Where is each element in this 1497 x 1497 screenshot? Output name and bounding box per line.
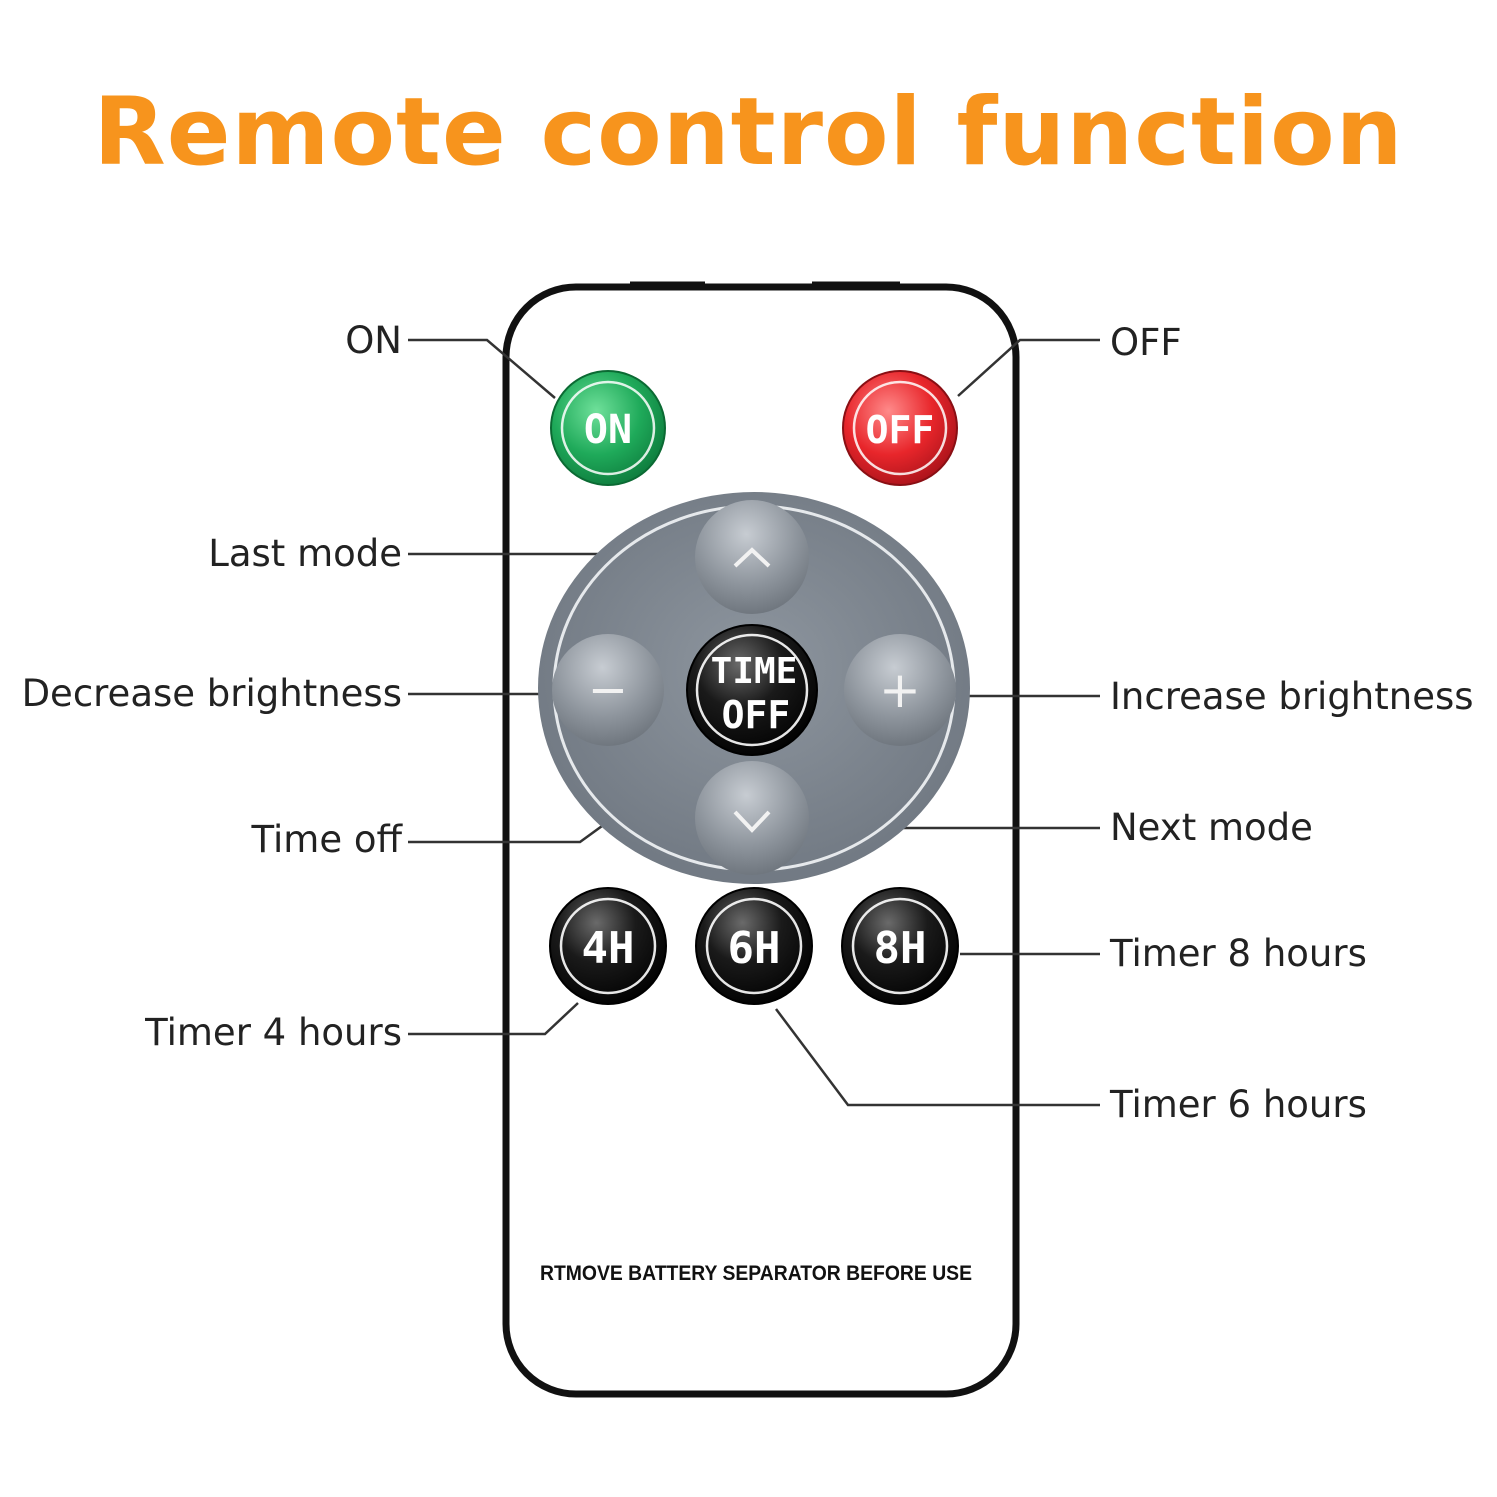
leader-timer-6 [775,1008,1100,1107]
label-on: ON [345,319,402,362]
label-timer-4: Timer 4 hours [145,1011,402,1054]
chevron-down-icon [733,810,771,833]
remote-notice: RTMOVE BATTERY SEPARATOR BEFORE USE [540,1262,972,1285]
next-mode-button[interactable] [695,761,809,875]
leader-timer-4 [408,1002,579,1036]
chevron-up-icon [733,547,771,568]
timer-6h-button[interactable]: 6H [695,887,813,1005]
label-next-mode: Next mode [1110,806,1313,849]
leader-off [957,338,1100,397]
decrease-brightness-button[interactable]: − [552,634,664,746]
increase-brightness-button[interactable]: + [844,634,956,746]
timer-6h-label: 6H [728,923,781,974]
on-button[interactable]: ON [550,370,666,486]
timer-8h-label: 8H [874,923,927,974]
page-title: Remote control function [93,78,1404,187]
label-timer-6: Timer 6 hours [1110,1083,1367,1126]
plus-icon: + [879,661,921,719]
time-off-label-line2: OFF [722,693,791,737]
label-decrease-brightness: Decrease brightness [21,672,402,715]
leader-on [408,338,556,399]
timer-8h-button[interactable]: 8H [841,887,959,1005]
on-button-label: ON [584,407,632,453]
time-off-button[interactable]: TIME OFF [686,624,818,756]
label-last-mode: Last mode [208,532,402,575]
off-button-label: OFF [866,408,935,452]
label-off: OFF [1110,321,1182,364]
label-timer-8: Timer 8 hours [1110,932,1367,975]
label-increase-brightness: Increase brightness [1110,675,1474,718]
last-mode-button[interactable] [695,500,809,614]
timer-4h-label: 4H [582,923,635,974]
label-time-off: Time off [251,818,402,861]
timer-4h-button[interactable]: 4H [549,887,667,1005]
minus-icon: − [588,662,628,718]
off-button[interactable]: OFF [842,370,958,486]
time-off-label-line1: TIME [711,651,798,692]
